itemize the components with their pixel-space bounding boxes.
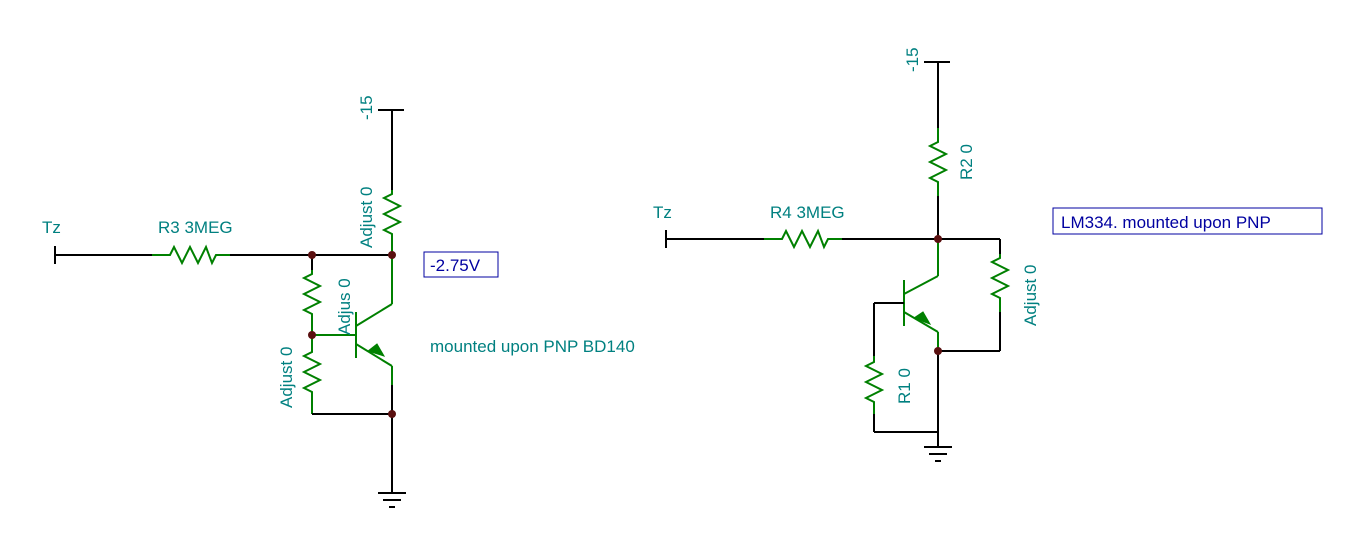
left-transistor-arrow xyxy=(366,343,386,357)
right-transistor-arrow xyxy=(912,311,932,325)
right-transistor-emitter-leg[interactable] xyxy=(903,311,939,333)
left-node-bottom xyxy=(388,410,396,418)
left-input-label: Tz xyxy=(42,218,61,237)
right-supply-label: -15 xyxy=(903,47,922,72)
right-r1-label: R1 0 xyxy=(895,368,914,404)
left-ground-icon xyxy=(378,492,406,508)
right-r4-label: R4 3MEG xyxy=(770,203,845,222)
left-node-emitter xyxy=(388,251,396,259)
left-note-text: mounted upon PNP BD140 xyxy=(430,337,635,356)
right-transistor-collector-leg[interactable] xyxy=(903,275,939,295)
right-node-emitter xyxy=(934,347,942,355)
right-r2-label: R2 0 xyxy=(957,144,976,180)
left-circuit: Tz R3 3MEG -15 Adjust 0 Adjus 0 Adjust 0… xyxy=(42,95,635,508)
right-r4-resistor[interactable] xyxy=(764,228,842,250)
left-transistor-collector-leg[interactable] xyxy=(355,343,393,367)
left-voltage-probe-box xyxy=(423,251,499,278)
right-ground-icon xyxy=(924,446,952,462)
right-r2-resistor[interactable] xyxy=(927,128,949,196)
left-node-divider-top xyxy=(308,251,316,259)
left-adjus-mid-resistor[interactable] xyxy=(301,270,323,335)
left-r3-label: R3 3MEG xyxy=(158,218,233,237)
left-adjust-bottom-label: Adjust 0 xyxy=(277,347,296,408)
left-adjus-mid-label: Adjus 0 xyxy=(335,278,354,335)
right-node-top xyxy=(934,235,942,243)
left-supply-label: -15 xyxy=(357,95,376,120)
right-input-label: Tz xyxy=(653,203,672,222)
left-transistor-emitter-leg[interactable] xyxy=(355,303,393,327)
right-note-box xyxy=(1052,207,1323,235)
right-adjust-resistor[interactable] xyxy=(989,254,1011,312)
right-adjust-label: Adjust 0 xyxy=(1021,265,1040,326)
left-adjust-bottom-resistor[interactable] xyxy=(301,335,323,414)
right-circuit: Tz R4 3MEG -15 R2 0 R1 0 Adjust 0 LM334.… xyxy=(653,47,1323,462)
left-r3-resistor[interactable] xyxy=(152,244,230,266)
left-node-base xyxy=(308,331,316,339)
left-adjust-top-label: Adjust 0 xyxy=(357,187,376,248)
left-voltage-probe-text: -2.75V xyxy=(430,256,481,275)
right-note-text: LM334. mounted upon PNP xyxy=(1061,213,1271,232)
right-r1-resistor[interactable] xyxy=(863,356,885,414)
left-adjust-top-resistor[interactable] xyxy=(381,190,403,255)
